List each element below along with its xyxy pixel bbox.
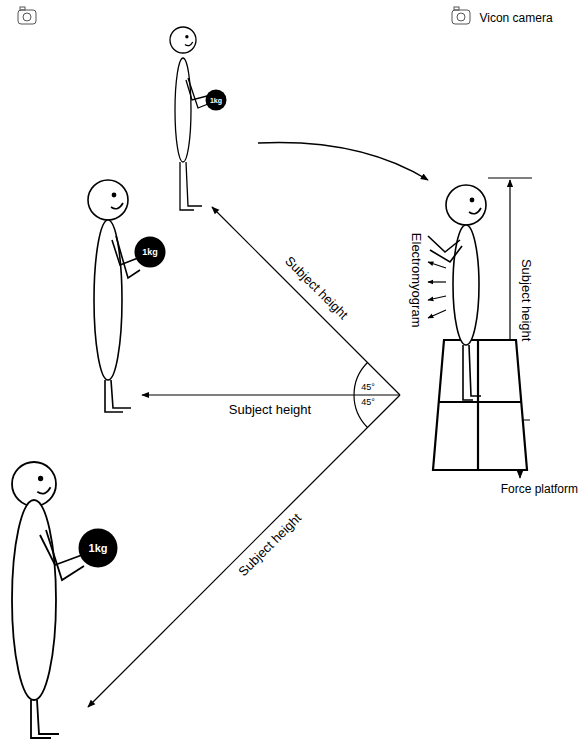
camera-icons	[18, 7, 470, 24]
body	[12, 500, 56, 700]
smile	[37, 487, 50, 493]
arm	[46, 530, 84, 580]
eye	[186, 36, 188, 38]
arm	[188, 78, 208, 108]
distance-line	[142, 394, 400, 395]
weight-ball: 1kg	[205, 89, 227, 111]
head	[170, 27, 196, 53]
platform-divider	[439, 401, 521, 403]
distance-label: Subject height	[236, 511, 304, 579]
figure-on-platform	[428, 185, 486, 400]
leg	[186, 162, 202, 206]
measure-lines	[88, 142, 532, 707]
angle-label: 45°	[361, 383, 375, 393]
weight-label: 1kg	[210, 97, 222, 104]
distance-label: Subject height	[229, 403, 311, 417]
stick-figure	[12, 462, 84, 738]
distance-line	[212, 207, 400, 395]
leg	[111, 380, 131, 408]
arm	[428, 236, 460, 252]
weight-label: 1kg	[89, 543, 108, 554]
distance-label: Subject height	[282, 254, 350, 322]
motion-arrow	[258, 142, 428, 180]
stick-figure	[428, 185, 486, 400]
camera-lens	[457, 13, 465, 21]
emg-arrow	[428, 296, 446, 300]
eye	[112, 193, 115, 196]
leg	[469, 345, 481, 396]
camera-flash	[454, 7, 459, 10]
weight-ball: 1kg	[78, 528, 118, 568]
ball-circle	[206, 90, 227, 111]
leg	[37, 700, 59, 734]
eye	[470, 198, 473, 201]
arm	[430, 246, 462, 262]
emg-label: Electromyogram	[409, 233, 423, 328]
arm	[40, 535, 82, 565]
force-platform-box	[433, 340, 527, 470]
body	[175, 58, 191, 162]
smile	[469, 208, 481, 214]
ball-circle	[135, 237, 166, 268]
platform-divider	[477, 340, 479, 470]
height-label: Subject height	[519, 259, 533, 341]
smile	[111, 203, 123, 209]
arm	[112, 240, 138, 265]
smile	[185, 42, 193, 46]
camera-label: Vicon camera	[479, 12, 552, 25]
weight-ball: 1kg	[134, 236, 166, 268]
platform-label: Force platform	[501, 483, 578, 496]
head	[88, 180, 128, 220]
figures	[12, 27, 208, 738]
distance-line	[88, 395, 400, 707]
camera-flash	[20, 7, 25, 10]
eye	[39, 477, 43, 481]
emg-arrow	[428, 262, 446, 268]
camera-icon	[18, 10, 36, 24]
platform-box	[433, 340, 527, 470]
camera-lens	[23, 13, 31, 21]
head	[446, 185, 486, 225]
emg-arrow	[428, 310, 446, 318]
leg	[31, 700, 51, 738]
dimension-tick	[488, 177, 532, 178]
emg-arrow	[428, 281, 446, 282]
stick-figure	[88, 180, 140, 412]
angle-label: 45°	[361, 398, 375, 408]
weight-label: 1kg	[142, 248, 158, 257]
stick-figure	[170, 27, 208, 210]
camera-icon	[452, 10, 470, 24]
ball-circle	[79, 529, 118, 568]
